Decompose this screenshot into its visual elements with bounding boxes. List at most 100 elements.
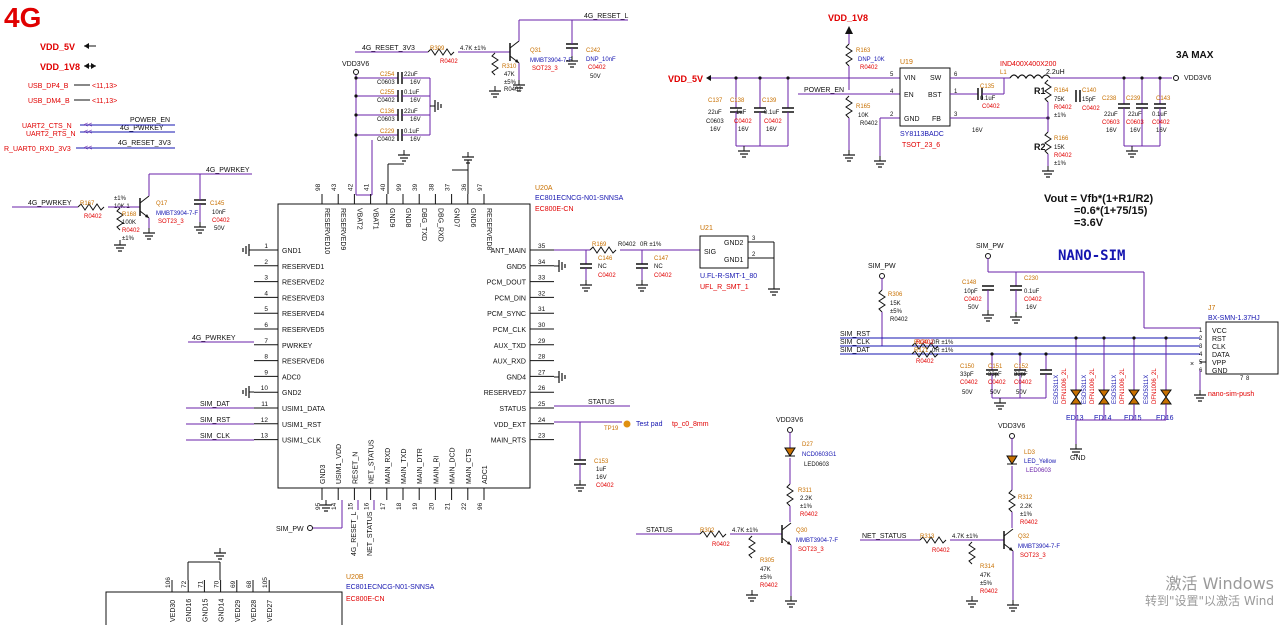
r306-resistor <box>878 289 886 313</box>
left-pin-num-2: 2 <box>264 259 268 266</box>
watermark-line2: 转到"设置"以激活 Wind <box>1144 594 1274 608</box>
c238-ref: C238 <box>1102 96 1117 102</box>
top-pin-num-99: 99 <box>396 183 403 191</box>
c238-pkg: C0603 <box>1102 120 1120 126</box>
c230-val: 0.1uF <box>1024 289 1040 295</box>
vdd1v8-top-label: VDD_1V8 <box>828 13 868 23</box>
reg-pin-en: EN <box>904 92 914 99</box>
top-pin-num-41: 41 <box>364 183 371 191</box>
sim-cap-volt-1: 50V <box>990 390 1001 396</box>
r169-ref: R169 <box>592 242 607 248</box>
r2-label: R2 <box>1034 142 1046 152</box>
right-pin-num-27: 27 <box>538 369 546 376</box>
led1-pkg: LED0603 <box>804 462 830 468</box>
r306-tol: ±5% <box>890 309 903 315</box>
sim-title: NANO-SIM <box>1058 248 1125 264</box>
r166-val: 15K <box>1054 145 1065 151</box>
b-pin-name-72: GND16 <box>186 599 193 622</box>
r311-resistor <box>786 483 794 507</box>
sim-cap-val-0: 33pF <box>960 372 974 378</box>
bottom-pin-num-15: 15 <box>347 502 354 510</box>
left-pin-num-11: 11 <box>261 401 268 408</box>
bottom-pin-name-22: MAIN_CTS <box>466 448 473 484</box>
decap-volt-1: 16V <box>410 98 421 104</box>
sim-pin-num-6: 6 <box>1199 368 1203 374</box>
reset3v3-label: 4G_RESET_3V3 <box>362 45 415 52</box>
pwrkey-pin-label: 4G_PWRKEY <box>192 335 236 342</box>
r309-val: 4.7K ±1% <box>460 46 487 52</box>
reset-l-bottom-label: 4G_RESET_L <box>351 512 358 556</box>
c145-val: 10nF <box>212 210 226 216</box>
decap-junction-0 <box>354 76 358 80</box>
right-pin-num-31: 31 <box>538 306 546 313</box>
right-pin-name-34: GND5 <box>507 264 527 271</box>
sim-j7-outline <box>1205 321 1279 375</box>
r164-ref: R164 <box>1054 88 1069 94</box>
top-pin-name-98: RESERVED10 <box>323 208 330 254</box>
decap-junction-2 <box>354 113 358 117</box>
r167-pkg: R0402 <box>84 214 102 220</box>
r312-ref: R312 <box>1018 495 1033 501</box>
esd-ref-3: ED16 <box>1156 415 1174 422</box>
esd-diode-3 <box>1160 389 1172 405</box>
left-pin-num-9: 9 <box>264 369 268 376</box>
status-q-label: STATUS <box>646 527 673 534</box>
q32-part: MMBT3904-7-F <box>1018 544 1060 550</box>
r305-tol: ±5% <box>760 575 773 581</box>
esd-part-1: ESD5311X <box>1082 375 1088 404</box>
decap-val-1: 0.1uF <box>404 90 420 96</box>
decap-ref-3: C229 <box>380 129 395 135</box>
right-pin-num-29: 29 <box>538 338 546 345</box>
c242-volt: 50V <box>590 74 601 80</box>
c137-val: 22uF <box>708 110 722 116</box>
sim-cap-junction-2 <box>1044 352 1048 356</box>
r311-val: 2.2K <box>800 496 812 502</box>
reg-pin-sw: SW <box>930 75 942 82</box>
testpad-pkg: tp_c0_8mm <box>672 421 709 428</box>
r164-resistor <box>1044 79 1052 103</box>
top-pin-num-39: 39 <box>412 183 419 191</box>
vout-terminal <box>1173 75 1179 81</box>
sim-pin-clk: CLK <box>1212 344 1226 351</box>
module-ref: U20A <box>535 185 553 192</box>
status-pin-label: STATUS <box>588 399 615 406</box>
led1-ref: D27 <box>802 442 814 448</box>
r166-ref: R166 <box>1054 136 1069 142</box>
regulator-ref: U19 <box>900 59 913 66</box>
c148-pkg: C0402 <box>964 297 982 303</box>
esd-pkg-0: DFN1006_2L <box>1062 368 1068 404</box>
right-pin-num-25: 25 <box>538 401 546 408</box>
right-pin-num-28: 28 <box>538 354 546 361</box>
r314-tol: ±5% <box>980 581 993 587</box>
bottom-pin-num-20: 20 <box>428 502 435 510</box>
reg-pin4: 4 <box>890 89 894 95</box>
regulator-outline <box>899 67 951 127</box>
right-pin-num-34: 34 <box>538 259 546 266</box>
c148-ref: C148 <box>962 280 977 286</box>
c143-pkg: C0402 <box>1152 120 1170 126</box>
uart-rxd-label: R_UART0_RXD_3V3 <box>4 146 71 153</box>
b-pin-name-71: GND15 <box>202 599 209 622</box>
c137-ref: C137 <box>708 98 723 104</box>
reg-pin-fb: FB <box>932 116 941 123</box>
page-title: 4G <box>4 2 42 33</box>
c148-val: 10pF <box>964 289 978 295</box>
c230-ref: C230 <box>1024 276 1039 282</box>
rf-pin-gnd2: GND2 <box>724 240 744 247</box>
r167-ref: R167 <box>80 201 95 207</box>
power-en-net-label: POWER_EN <box>130 117 170 124</box>
right-pin-name-32: PCM_DIN <box>494 295 526 302</box>
r306-val: 15K <box>890 301 901 307</box>
led2-ref: LD3 <box>1024 450 1036 456</box>
r169-pkg: R0402 <box>618 242 636 248</box>
top-pin-name-41: VBAT1 <box>372 208 379 230</box>
vin-junction-0 <box>734 76 738 80</box>
c143-val: 0.1uF <box>1152 112 1168 118</box>
r168-ref: R168 <box>122 212 137 218</box>
regulator-pkg: TSOT_23_6 <box>902 142 940 149</box>
esd-diode-0 <box>1070 389 1082 405</box>
sim-cap-junction-1 <box>1018 352 1022 356</box>
q30-transistor-collector <box>781 522 792 531</box>
r166-resistor <box>1044 131 1052 155</box>
reg-pin-vin: VIN <box>904 75 916 82</box>
